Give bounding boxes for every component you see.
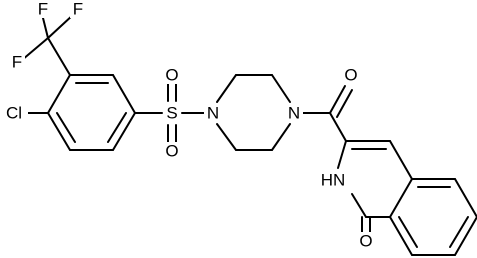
atom-nh: HN <box>321 171 346 190</box>
atom-s: S <box>166 104 177 123</box>
bond-ring-a3 <box>112 112 136 151</box>
atom-n-right: N <box>288 104 300 123</box>
bond-pip-1 <box>216 74 237 103</box>
bond-n2-c3 <box>337 140 347 169</box>
bond-benzo-inner2 <box>449 216 469 248</box>
bond-cf3-ring <box>47 37 71 76</box>
label-bg-s <box>163 104 181 122</box>
bond-pip-4 <box>271 123 291 151</box>
bond-group <box>21 13 477 256</box>
label-bg-f-left <box>9 53 25 71</box>
label-bg-nh <box>316 170 350 190</box>
atom-f-left: F <box>12 53 22 72</box>
atom-o-top: O <box>165 66 178 85</box>
atom-label-group: F F F Cl S O O N N O HN O <box>0 0 375 251</box>
bond-carbonyl-o-2 <box>336 89 353 118</box>
bond-c1-n2 <box>351 193 367 218</box>
atom-n-left: N <box>207 104 219 123</box>
bond-benzo-5 <box>389 216 413 256</box>
atom-cl: Cl <box>6 104 22 123</box>
bond-pip-6 <box>216 123 237 151</box>
bond-cf3-f-right <box>47 13 75 39</box>
atom-f-top: F <box>38 0 48 19</box>
bond-ring-a6 <box>47 74 71 114</box>
bond-pip-3 <box>271 74 291 103</box>
bond-ring-a5 <box>47 112 71 151</box>
atom-f-right: F <box>73 0 83 19</box>
label-bg-n-right <box>285 104 303 122</box>
label-bg-o-carbonyl <box>342 66 360 84</box>
bond-carbonyl-c3 <box>329 112 347 142</box>
bond-benzo-3 <box>454 216 477 256</box>
label-bg-o-top <box>163 66 181 84</box>
label-bg-o-bottom <box>163 142 181 160</box>
bond-ring-a2 <box>112 74 136 114</box>
bond-cf3-f-left <box>21 37 49 61</box>
bond-benzo-inner3 <box>398 216 418 248</box>
atom-o-lactam: O <box>359 232 372 251</box>
bond-benzo-2 <box>454 178 477 218</box>
bond-ring-a-inner2 <box>107 112 127 143</box>
bond-carbonyl-o-1 <box>329 85 346 114</box>
bond-c4-c4a <box>389 140 413 180</box>
label-bg-n-left <box>204 104 222 122</box>
atom-o-carbonyl: O <box>344 66 357 85</box>
atom-o-bottom: O <box>165 142 178 161</box>
bond-c4a-c8a <box>389 178 413 218</box>
label-bg-f-right <box>70 0 86 18</box>
label-bg-f-top <box>35 0 51 18</box>
bond-ring-a-inner3 <box>56 112 76 143</box>
label-bg-cl <box>0 104 28 122</box>
label-bg-o-lactam <box>357 232 375 250</box>
